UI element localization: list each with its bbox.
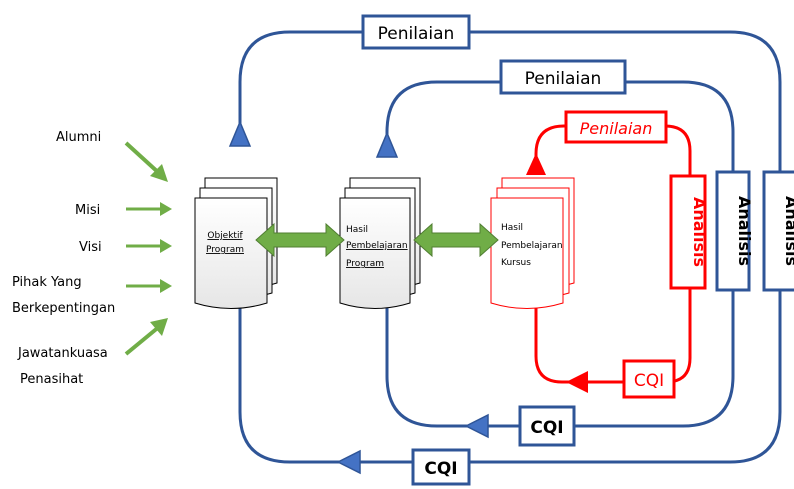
input-misi-label: Misi — [75, 203, 100, 218]
inner-cqi-box — [622, 359, 676, 399]
inner-loop-up-arrow — [526, 153, 546, 175]
input-visi-label: Visi — [79, 240, 102, 255]
objektif-program-line1: Objektif — [207, 231, 243, 241]
misi-arrow — [126, 202, 172, 216]
outer-penilaian-label: Penilaian — [378, 24, 455, 44]
double-arrow-objektif-hasil-program — [255, 222, 345, 258]
inner-cqi-label: CQI — [634, 371, 664, 391]
outer-penilaian-box — [361, 14, 471, 50]
inner-penilaian-label: Penilaian — [580, 119, 653, 138]
hasil-pembelajaran-program-document — [339, 177, 421, 309]
double-arrow-hasil-program-hasil-kursus — [413, 222, 499, 258]
input-jawatankuasa-line1: Jawatankuasa — [17, 346, 108, 361]
middle-cqi-label: CQI — [530, 418, 563, 438]
inner-loop-left-arrow — [566, 371, 588, 393]
jawatankuasa-arrow — [124, 318, 168, 356]
hasil-kursus-line1: Hasil — [501, 223, 523, 233]
hasil-program-line1: Hasil — [346, 225, 368, 235]
middle-penilaian-box — [499, 59, 627, 95]
outer-analisis-label: Analisis — [782, 196, 794, 266]
hasil-program-line3: Program — [346, 259, 384, 269]
hasil-kursus-line3: Kursus — [501, 258, 531, 268]
middle-penilaian-label: Penilaian — [525, 69, 602, 89]
objektif-program-document — [194, 177, 278, 309]
input-pihak-line1: Pihak Yang — [12, 275, 82, 290]
pihak-arrow — [126, 279, 172, 293]
outer-cqi-label: CQI — [424, 459, 457, 479]
hasil-kursus-line2: Pembelajaran — [501, 241, 563, 251]
input-alumni-label: Alumni — [56, 130, 101, 145]
middle-analisis-label: Analisis — [735, 196, 754, 266]
middle-analisis-box — [715, 170, 751, 292]
middle-loop-up-arrow — [375, 131, 399, 158]
objektif-program-line2: Program — [206, 245, 244, 255]
inner-analisis-box — [669, 174, 707, 290]
hasil-pembelajaran-kursus-document — [490, 177, 575, 309]
hasil-program-line2: Pembelajaran — [346, 241, 408, 251]
inner-analisis-label: Analisis — [690, 197, 709, 267]
alumni-arrow — [124, 141, 168, 182]
input-jawatankuasa-line2: Penasihat — [20, 372, 83, 387]
outer-loop-left-arrow — [336, 449, 361, 475]
input-pihak-line2: Berkepentingan — [12, 301, 115, 316]
middle-loop-left-arrow — [464, 413, 489, 439]
middle-cqi-box — [518, 405, 576, 447]
inner-penilaian-box — [564, 110, 668, 144]
outer-cqi-box — [411, 448, 471, 486]
visi-arrow — [126, 239, 172, 253]
outer-analisis-box — [762, 170, 794, 292]
outer-loop-up-arrow — [228, 120, 252, 147]
